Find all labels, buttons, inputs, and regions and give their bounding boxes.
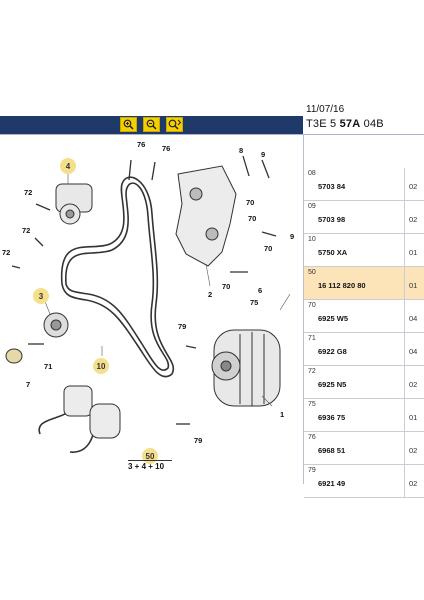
diagram-toolbar	[0, 116, 303, 134]
part-code: 6925 N5	[318, 380, 347, 389]
alternator-1	[211, 329, 281, 407]
row-qty: 01	[409, 413, 418, 422]
column-divider	[404, 465, 405, 497]
callout-75: 75	[250, 298, 259, 307]
row-qty: 01	[409, 248, 418, 257]
column-divider	[404, 201, 405, 233]
callout-6: 6	[258, 286, 263, 295]
header-date: 11/07/16	[306, 104, 345, 115]
row-number: 08	[308, 170, 316, 177]
row-number: 75	[308, 401, 316, 408]
callout-72: 72	[2, 248, 11, 257]
header-divider	[0, 134, 424, 135]
column-divider	[404, 168, 405, 200]
row-number: 50	[308, 269, 316, 276]
row-number: 09	[308, 203, 316, 210]
column-divider	[404, 234, 405, 266]
parts-diagram	[5, 155, 291, 453]
belt-10	[60, 176, 175, 378]
row-qty: 02	[409, 380, 418, 389]
part-code: 5703 98	[318, 215, 346, 224]
callout-71: 71	[44, 362, 53, 371]
column-divider	[404, 399, 405, 431]
part-code: 6922 G8	[318, 347, 347, 356]
zoom-fit-icon[interactable]	[166, 117, 183, 132]
part-code: 6925 W5	[318, 314, 349, 323]
column-divider	[404, 300, 405, 332]
callout-70: 70	[248, 214, 257, 223]
column-divider	[404, 333, 405, 365]
part-code: 16 112 820 80	[318, 281, 366, 290]
callout-79: 79	[178, 322, 187, 331]
row-number: 10	[308, 236, 316, 243]
row-qty: 02	[409, 215, 418, 224]
roller-3	[43, 312, 69, 338]
column-divider	[404, 366, 405, 398]
part-code: 5750 XA	[318, 248, 348, 257]
row-qty: 02	[409, 446, 418, 455]
panel-divider	[303, 134, 304, 484]
row-qty: 01	[409, 281, 418, 290]
callout-7: 7	[26, 380, 31, 389]
row-number: 76	[308, 434, 316, 441]
part-code: 6968 51	[318, 446, 346, 455]
part-code: 6936 75	[318, 413, 346, 422]
row-number: 72	[308, 368, 316, 375]
row-number: 71	[308, 335, 316, 342]
row-number: 79	[308, 467, 316, 474]
callout-76: 76	[137, 140, 146, 149]
tensioner-4	[55, 183, 93, 225]
callout-1: 1	[280, 410, 285, 419]
callout-70: 70	[246, 198, 255, 207]
formula-rule	[128, 460, 172, 461]
badge-3[interactable]: 3	[33, 288, 49, 304]
column-divider	[404, 432, 405, 464]
callout-70: 70	[222, 282, 231, 291]
callout-79: 79	[194, 436, 203, 445]
callout-72: 72	[22, 226, 31, 235]
callout-9: 9	[290, 232, 295, 241]
row-qty: 02	[409, 479, 418, 488]
part-code: 6921 49	[318, 479, 346, 488]
callout-76: 76	[162, 144, 171, 153]
part-code: 5703 84	[318, 182, 346, 191]
callout-72: 72	[24, 188, 33, 197]
kit-formula: 3 + 4 + 10	[128, 462, 165, 471]
badge-4[interactable]: 4	[60, 158, 76, 174]
header-reference: T3E 5 57A 04B	[306, 118, 384, 130]
zoom-out-icon[interactable]	[143, 117, 160, 132]
row-qty: 02	[409, 182, 418, 191]
row-number: 70	[308, 302, 316, 309]
callout-70: 70	[264, 244, 273, 253]
callout-2: 2	[208, 290, 213, 299]
row-qty: 04	[409, 314, 418, 323]
column-divider	[404, 267, 405, 299]
assembly-thumbnail	[38, 385, 121, 453]
row-qty: 04	[409, 347, 418, 356]
badge-10[interactable]: 10	[93, 358, 109, 374]
cap-7	[5, 348, 23, 364]
callout-8: 8	[239, 146, 244, 155]
bracket-2	[175, 165, 237, 267]
callout-9: 9	[261, 150, 266, 159]
zoom-in-icon[interactable]	[120, 117, 137, 132]
